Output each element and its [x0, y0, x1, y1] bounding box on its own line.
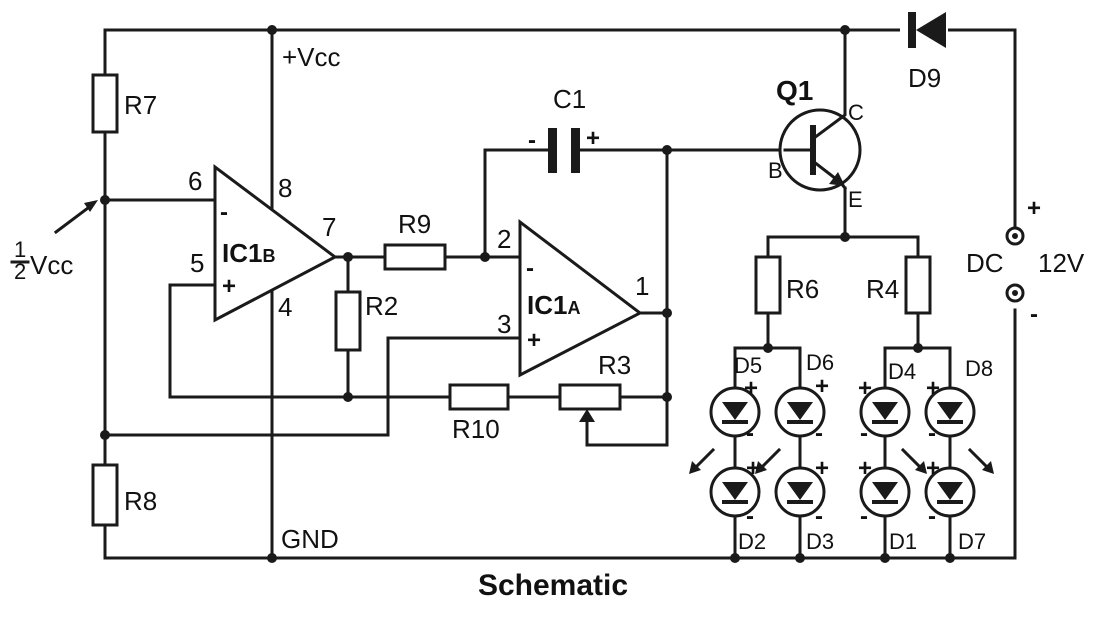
d4-minus: - [860, 420, 868, 447]
transistor-q1: Q1 C B E [768, 75, 864, 212]
half-vcc-arrow [53, 200, 98, 235]
junction-dots [100, 25, 955, 563]
q1-collector-label: C [848, 100, 864, 125]
d5-minus: - [746, 420, 754, 447]
ic1b-pin7: 7 [322, 212, 336, 242]
dc-voltage-label: 12V [1038, 248, 1085, 278]
d7-minus: - [928, 503, 936, 530]
d1-label: D1 [889, 529, 917, 554]
opamp-ic1b: - + IC1B 6 5 7 8 4 [188, 164, 338, 323]
d4-plus: + [858, 375, 872, 402]
led-d5 [709, 386, 761, 438]
d7-label: D7 [958, 529, 986, 554]
r2-label: R2 [365, 291, 398, 321]
r8-label: R8 [124, 486, 157, 516]
ic1b-pin6: 6 [188, 166, 202, 196]
resistor-r7: R7 [91, 73, 157, 134]
dc-plus-sign: + [1027, 195, 1041, 222]
svg-text:1: 1 [14, 237, 26, 262]
ic1a-plus-sign: + [527, 327, 541, 354]
gnd-label: GND [281, 524, 339, 554]
resistor-r10: R10 [448, 383, 510, 444]
ic1b-pin8: 8 [278, 173, 292, 203]
c1-label: C1 [553, 84, 586, 114]
vcc-label: +Vcc [282, 42, 341, 72]
r6-label: R6 [786, 274, 819, 304]
d8-plus: + [926, 375, 940, 402]
ic1b-pin5: 5 [190, 248, 204, 278]
led-array: D5 D6 D4 D8 D2 D3 D1 D7 + - + - + - + - … [689, 350, 994, 554]
led-d1 [859, 466, 911, 518]
led-d8 [924, 386, 976, 438]
half-vcc-label: 1 2 Vcc [10, 237, 73, 284]
led-d7 [924, 466, 976, 518]
svg-text:2: 2 [14, 259, 26, 284]
d9-label: D9 [908, 63, 941, 93]
d5-label: D5 [734, 353, 762, 378]
r3-label: R3 [598, 350, 631, 380]
d6-plus: + [815, 373, 829, 400]
d1-plus: + [858, 455, 872, 482]
dc-minus-sign: - [1030, 301, 1038, 328]
d3-label: D3 [806, 529, 834, 554]
light-arrows [689, 447, 994, 474]
rail-labels: +Vcc GND 1 2 Vcc [10, 42, 341, 554]
ic1a-pin2: 2 [497, 224, 511, 254]
r9-label: R9 [398, 209, 431, 239]
c1-minus-sign: - [528, 127, 536, 154]
ic1a-label: IC1A [527, 290, 580, 320]
d8-minus: - [928, 420, 936, 447]
diode-d9: D9 [900, 12, 948, 93]
r7-label: R7 [124, 90, 157, 120]
d3-minus: - [815, 503, 823, 530]
ic1a-pin3: 3 [497, 309, 511, 339]
d3-plus: + [815, 455, 829, 482]
resistor-r2: R2 [334, 290, 398, 352]
led-d3 [774, 466, 826, 518]
d2-plus: + [746, 455, 760, 482]
potentiometer-r3: R3 [558, 350, 631, 442]
led-d6 [774, 386, 826, 438]
led-d4 [859, 386, 911, 438]
c1-plus-sign: + [586, 125, 600, 152]
wires [103, 28, 1017, 560]
q1-emitter-label: E [848, 187, 863, 212]
diagram-title: Schematic [478, 569, 628, 602]
d7-plus: + [926, 455, 940, 482]
ic1b-label: IC1B [222, 238, 275, 268]
dc-label: DC [966, 248, 1004, 278]
resistor-r6: R6 [754, 255, 819, 315]
resistor-r8: R8 [91, 463, 157, 527]
q1-base-label: B [768, 158, 783, 183]
r10-label: R10 [452, 414, 500, 444]
d2-label: D2 [738, 529, 766, 554]
d6-label: D6 [806, 350, 834, 375]
capacitor-c1: C1 - + [528, 84, 600, 173]
ic1b-minus-sign: - [220, 199, 228, 226]
q1-label: Q1 [776, 75, 813, 106]
resistor-r9: R9 [383, 209, 447, 271]
d5-plus: + [744, 375, 758, 402]
ic1a-minus-sign: - [526, 255, 534, 282]
r4-label: R4 [866, 274, 899, 304]
d8-label: D8 [965, 356, 993, 381]
resistor-r4: R4 [866, 255, 932, 315]
d1-minus: - [860, 503, 868, 530]
svg-text:Vcc: Vcc [30, 250, 73, 280]
dc-supply: + - DC 12V [966, 195, 1085, 328]
ic1b-plus-sign: + [222, 273, 236, 300]
opamp-ic1a: - + IC1A 2 3 1 [497, 218, 649, 378]
d6-minus: - [815, 420, 823, 447]
led-d2 [709, 466, 761, 518]
d2-minus: - [746, 503, 754, 530]
ic1a-pin1: 1 [635, 271, 649, 301]
d4-label: D4 [888, 359, 916, 384]
ic1b-pin4: 4 [278, 292, 292, 322]
